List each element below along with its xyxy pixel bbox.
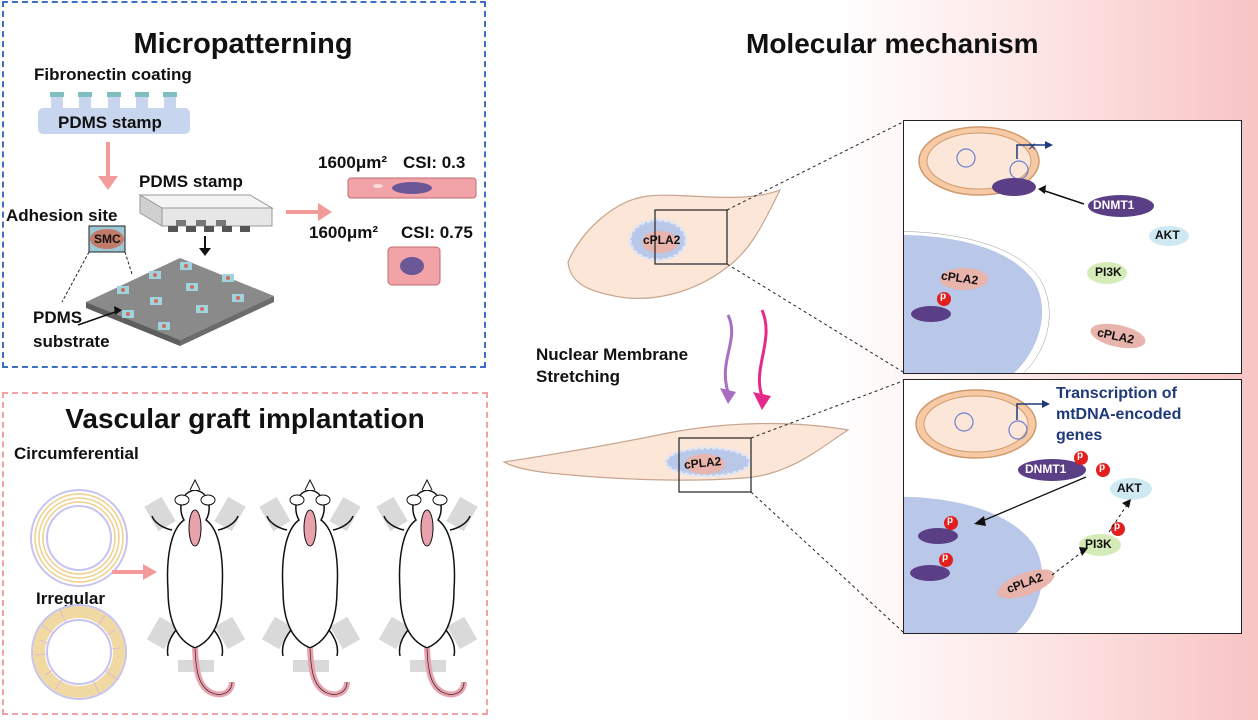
- top-akt-label: AKT: [1155, 228, 1180, 242]
- rat-2: [259, 480, 360, 694]
- bottom-pi3k-label: PI3K: [1085, 537, 1112, 551]
- fibronectin-label: Fibronectin coating: [34, 65, 192, 84]
- circumferential-label: Circumferential: [14, 444, 139, 463]
- top-pi3k-label: PI3K: [1095, 265, 1122, 279]
- adhesion-site-icon: [88, 225, 126, 253]
- pdms-stamp-3d: [138, 194, 274, 232]
- mechanism-title: Molecular mechanism: [746, 28, 1039, 59]
- top-dnmt1-label: DNMT1: [1093, 198, 1135, 212]
- adhesion-site-label: Adhesion site: [6, 206, 118, 225]
- bottom-phospho-label-3: p: [1114, 521, 1121, 532]
- pdms-stamp-top: [38, 92, 190, 134]
- pink-right-arrow: [286, 203, 332, 221]
- black-down-arrow: [199, 236, 211, 256]
- graft-arrow: [112, 564, 157, 580]
- round-cell: [387, 246, 441, 286]
- transcription-line-1: Transcription of: [1056, 385, 1177, 402]
- top-cell-cpla2-label: cPLA2: [643, 233, 681, 247]
- vascular-graft-title: Vascular graft implantation: [65, 403, 425, 434]
- bottom-phospho-label-5: p: [942, 552, 949, 563]
- transcription-line-3: genes: [1056, 427, 1103, 444]
- rat-illustrations: [140, 470, 490, 710]
- bottom-zoom-box: [903, 379, 1242, 634]
- bottom-zoom-illustration: [904, 389, 1152, 633]
- bottom-cell: [502, 422, 850, 493]
- area-label-1: 1600μm²: [318, 153, 387, 172]
- svg-text:×: ×: [1028, 138, 1036, 154]
- pdms-substrate: [86, 258, 274, 346]
- area-label-2: 1600μm²: [309, 223, 378, 242]
- bottom-phospho-label-2: p: [1099, 462, 1106, 473]
- top-cell: [567, 188, 782, 299]
- transcription-line-2: mtDNA-encoded: [1056, 406, 1182, 423]
- bottom-phospho-label-1: p: [1077, 450, 1084, 461]
- graft-illustration: [30, 489, 157, 700]
- pink-down-arrow: [98, 142, 118, 190]
- top-phospho-label: p: [940, 291, 947, 302]
- irregular-graft-icon: [31, 604, 127, 700]
- rat-1: [144, 480, 245, 694]
- mechanism-illustration: [502, 121, 904, 633]
- pdms-substrate-label-1: PDMS: [33, 308, 83, 327]
- elongated-cell: [347, 177, 477, 199]
- pdms-stamp-mid-label: PDMS stamp: [139, 172, 243, 191]
- csi-label-2: CSI: 0.75: [401, 223, 473, 242]
- transcription-label: Transcription of mtDNA-encoded genes: [1056, 383, 1181, 446]
- micropatterning-illustration: [38, 92, 477, 346]
- smc-label: SMC: [94, 232, 121, 246]
- micropatterning-title: Micropatterning: [133, 28, 353, 60]
- bottom-akt-label: AKT: [1117, 481, 1142, 495]
- irregular-label: Irregular: [36, 589, 105, 608]
- pdms-substrate-label-2: substrate: [33, 332, 110, 351]
- bottom-phospho-label-4: p: [947, 515, 954, 526]
- circumferential-graft-icon: [30, 489, 128, 587]
- top-zoom-box: ×: [903, 120, 1242, 374]
- pdms-stamp-top-label: PDMS stamp: [58, 113, 162, 132]
- top-zoom-illustration: ×: [904, 126, 1189, 373]
- rat-3: [376, 480, 477, 694]
- csi-label-1: CSI: 0.3: [403, 153, 466, 172]
- bottom-dnmt1-label: DNMT1: [1025, 462, 1067, 476]
- stretching-label: Stretching: [536, 367, 621, 386]
- nuclear-membrane-label: Nuclear Membrane: [536, 345, 689, 364]
